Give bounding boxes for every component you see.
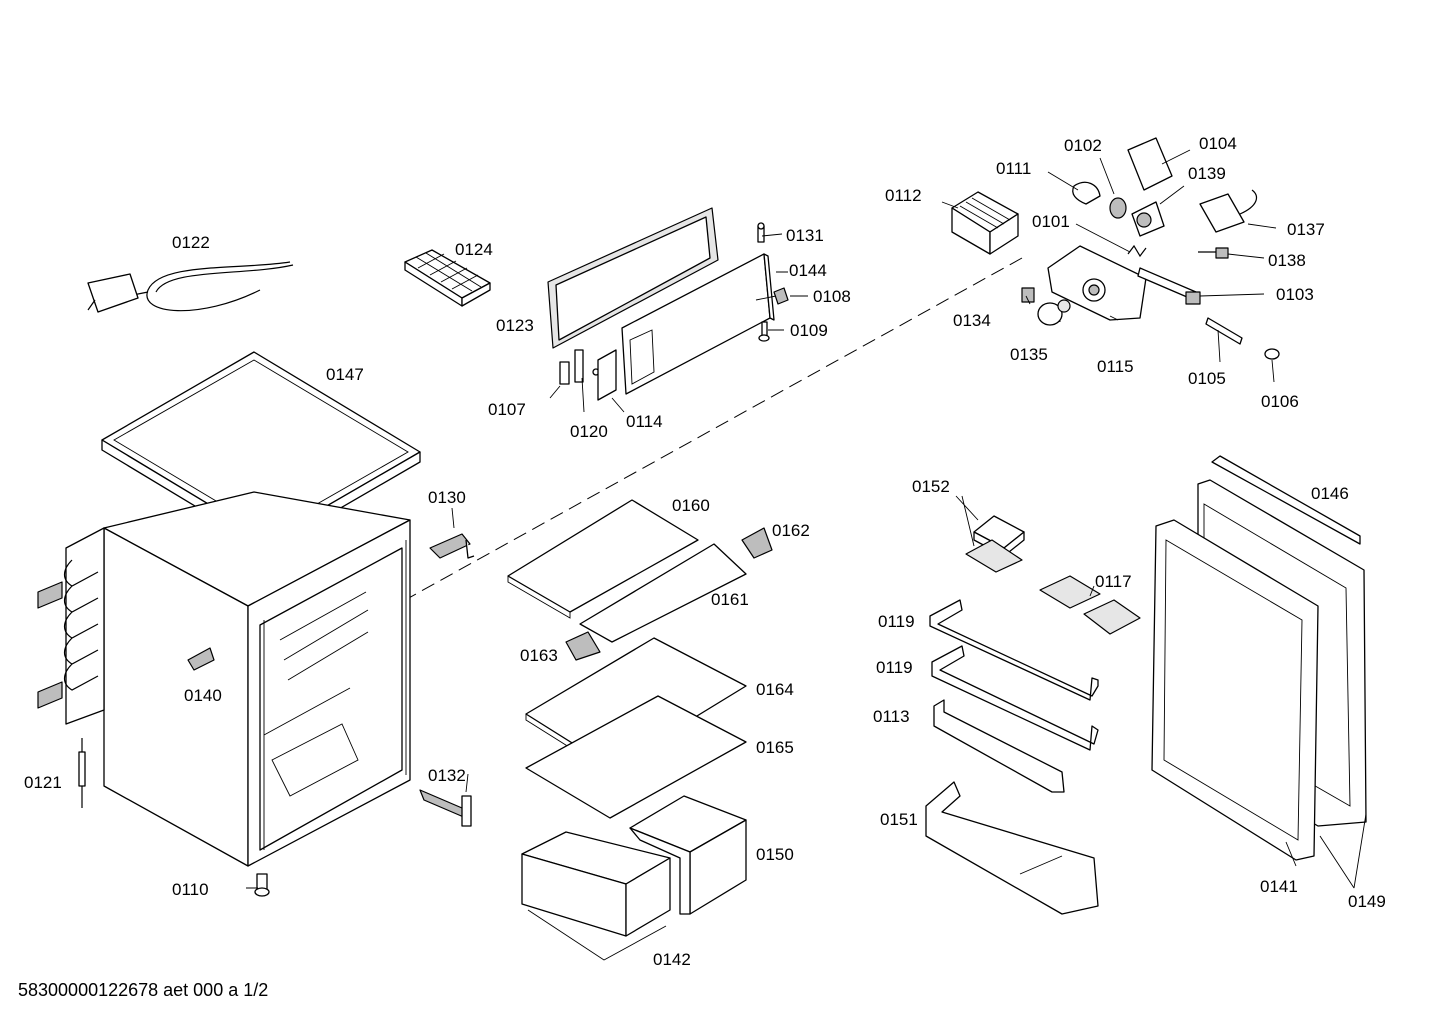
- label-0113: 0113: [873, 707, 910, 726]
- label-0121: 0121: [24, 773, 62, 792]
- label-0111: 0111: [996, 159, 1031, 178]
- part-0121-sensor[interactable]: [78, 738, 86, 808]
- part-0150-crisper[interactable]: [629, 795, 747, 915]
- part-0108-clip[interactable]: [773, 287, 789, 305]
- part-0124-ice-tray[interactable]: [404, 249, 491, 307]
- label-0134: 0134: [953, 311, 991, 330]
- part-0114-cover[interactable]: [597, 349, 617, 401]
- label-0131: 0131: [786, 226, 824, 245]
- label-0162: 0162: [772, 521, 810, 540]
- part-0107-plate[interactable]: [559, 361, 570, 385]
- label-0137: 0137: [1287, 220, 1325, 239]
- label-0123: 0123: [496, 316, 534, 335]
- part-0162-clip[interactable]: [741, 527, 773, 559]
- label-0146: 0146: [1311, 484, 1349, 503]
- part-0113-door-shelf[interactable]: [933, 699, 1065, 793]
- label-0109: 0109: [790, 321, 828, 340]
- part-0138-connector[interactable]: [1198, 247, 1229, 259]
- part-labels: 0122 0124 0123 0131 0144 0108 0109 0147 …: [24, 134, 1386, 969]
- part-0144-freezer-door[interactable]: [621, 253, 775, 395]
- label-0152: 0152: [912, 477, 950, 496]
- label-0141: 0141: [1260, 877, 1298, 896]
- label-0119-upper: 0119: [878, 612, 915, 631]
- label-0147: 0147: [326, 365, 364, 384]
- part-0165-shelf[interactable]: [525, 695, 747, 819]
- part-0137-relay[interactable]: [1199, 189, 1258, 233]
- part-0146-trim[interactable]: [1211, 455, 1361, 545]
- part-0120-latch[interactable]: [574, 349, 600, 383]
- label-0124: 0124: [455, 240, 493, 259]
- part-0122-power-cord[interactable]: [87, 261, 294, 313]
- part-0104-reflector[interactable]: [1127, 137, 1173, 191]
- label-0139: 0139: [1188, 164, 1226, 183]
- part-0112-lamp-cover[interactable]: [951, 191, 1019, 255]
- label-0101: 0101: [1032, 212, 1070, 231]
- label-0163: 0163: [520, 646, 558, 665]
- part-cabinet-body: [103, 491, 411, 867]
- label-0151: 0151: [880, 810, 918, 829]
- part-0152-butter-box[interactable]: [965, 515, 1025, 573]
- part-0160-shelf[interactable]: [507, 499, 699, 619]
- label-0138: 0138: [1268, 251, 1306, 270]
- part-0110-foot[interactable]: [254, 873, 270, 897]
- part-0119-door-shelf-lower[interactable]: [931, 645, 1099, 751]
- part-0115-thermostat-housing[interactable]: [1047, 245, 1147, 321]
- part-0119-door-shelf-upper[interactable]: [929, 599, 1099, 701]
- part-0109-screw[interactable]: [758, 321, 770, 342]
- part-0139-switch[interactable]: [1131, 201, 1165, 237]
- part-0134-button[interactable]: [1021, 287, 1035, 303]
- label-0164: 0164: [756, 680, 794, 699]
- drawing-reference-number: 58300000122678 aet 000 a 1/2: [18, 980, 269, 1000]
- label-0144: 0144: [789, 261, 827, 280]
- label-0150: 0150: [756, 845, 794, 864]
- label-0122: 0122: [172, 233, 210, 252]
- label-0108: 0108: [813, 287, 851, 306]
- label-0119-lower: 0119: [876, 658, 913, 677]
- label-0117: 0117: [1095, 572, 1132, 591]
- part-0130-bracket[interactable]: [429, 533, 475, 559]
- leader-lines: [246, 149, 1367, 889]
- part-0163-clip[interactable]: [565, 631, 601, 661]
- label-0161: 0161: [711, 590, 749, 609]
- label-0160: 0160: [672, 496, 710, 515]
- assembly-guide-line: [359, 257, 1023, 626]
- part-0105-sensor-clip[interactable]: [1205, 317, 1243, 345]
- label-0140: 0140: [184, 686, 222, 705]
- label-0149: 0149: [1348, 892, 1386, 911]
- label-0110: 0110: [172, 880, 209, 899]
- part-0102-socket[interactable]: [1109, 197, 1127, 219]
- label-0104: 0104: [1199, 134, 1237, 153]
- label-0132: 0132: [428, 766, 466, 785]
- label-0120: 0120: [570, 422, 608, 441]
- label-0107: 0107: [488, 400, 526, 419]
- part-condenser-coil: [63, 527, 105, 725]
- part-0161-shelf[interactable]: [579, 543, 747, 643]
- part-0103-capillary[interactable]: [1137, 267, 1201, 305]
- part-0151-bottle-shelf[interactable]: [925, 781, 1099, 915]
- label-0135: 0135: [1010, 345, 1048, 364]
- label-0102: 0102: [1064, 136, 1102, 155]
- part-0142-crisper[interactable]: [521, 831, 671, 961]
- label-0142: 0142: [653, 950, 691, 969]
- part-0131-screw[interactable]: [757, 222, 765, 243]
- part-0140-bracket[interactable]: [187, 647, 215, 671]
- part-0135-knob[interactable]: [1037, 299, 1071, 326]
- label-0130: 0130: [428, 488, 466, 507]
- label-0106: 0106: [1261, 392, 1299, 411]
- label-0115: 0115: [1097, 357, 1134, 376]
- side-hinge-brackets: [37, 581, 63, 709]
- label-0112: 0112: [885, 186, 922, 205]
- label-0103: 0103: [1276, 285, 1314, 304]
- label-0105: 0105: [1188, 369, 1226, 388]
- label-0114: 0114: [626, 412, 663, 431]
- part-0106-cap[interactable]: [1264, 348, 1280, 360]
- part-0101-spring[interactable]: [1127, 244, 1147, 258]
- part-0123-gasket[interactable]: [547, 207, 719, 349]
- part-0141-door-gasket[interactable]: [1151, 519, 1319, 861]
- part-0132-hinge[interactable]: [419, 789, 472, 827]
- part-0117-egg-tray[interactable]: [1039, 575, 1141, 635]
- label-0165: 0165: [756, 738, 794, 757]
- part-0111-bulb[interactable]: [1072, 181, 1101, 205]
